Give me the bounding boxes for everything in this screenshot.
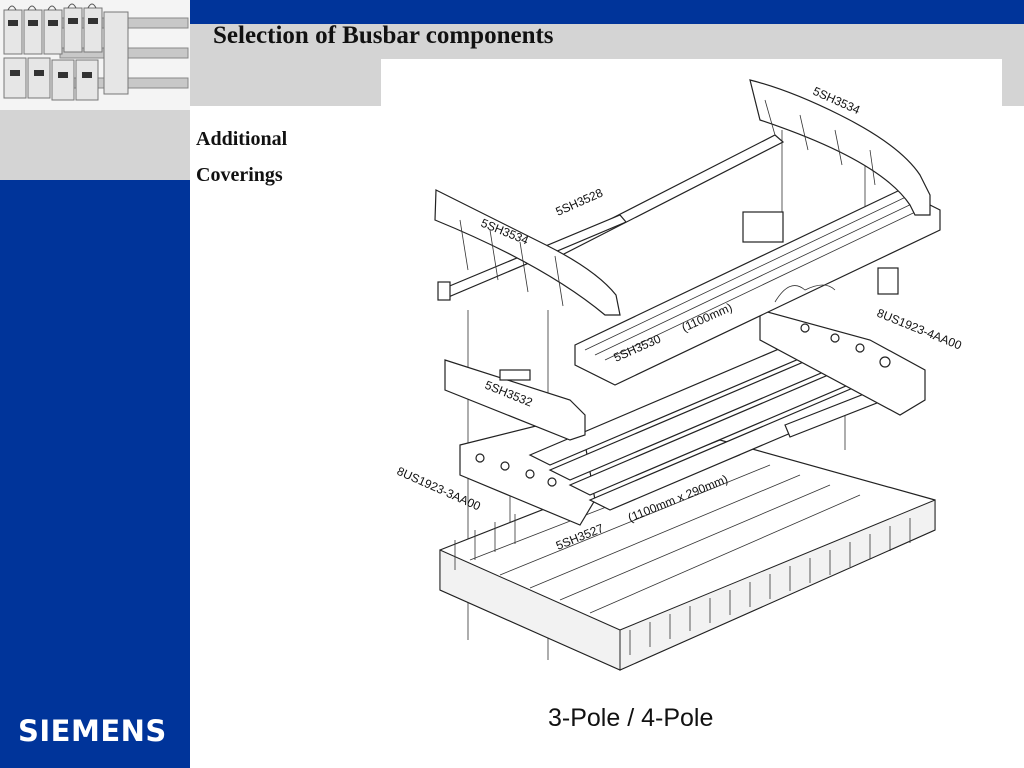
sidebar-gray-band [0, 110, 190, 180]
end-cover-top [742, 79, 931, 295]
cover-holder [444, 359, 586, 441]
siemens-logo: SIEMENS [18, 714, 167, 748]
busbar-support-right [759, 309, 926, 416]
label-rail: 5SH3528 [554, 185, 606, 218]
label-support-right: 8US1923-4AA00 [875, 306, 964, 353]
busbar-rails [528, 339, 906, 511]
end-cover-left [434, 189, 621, 316]
drawing-caption: 3-Pole / 4-Pole [548, 704, 714, 732]
header-band-cutout [381, 59, 1002, 106]
subtitle-line-1: Additional [196, 128, 288, 150]
product-photo [0, 0, 190, 110]
subtitle-line-2: Coverings [196, 164, 283, 186]
sidebar-blue-panel [0, 180, 190, 768]
busbar-exploded-drawing: 5SH3534 5SH3534 5SH3528 5SH3530 (1100mm)… [395, 79, 964, 671]
base-comb-teeth [454, 514, 911, 655]
base-trunking [439, 439, 936, 671]
busbar-product-image [0, 0, 190, 110]
header-blue-bar [190, 0, 1024, 24]
long-cover [574, 189, 941, 386]
page-title: Selection of Busbar components [213, 22, 554, 49]
